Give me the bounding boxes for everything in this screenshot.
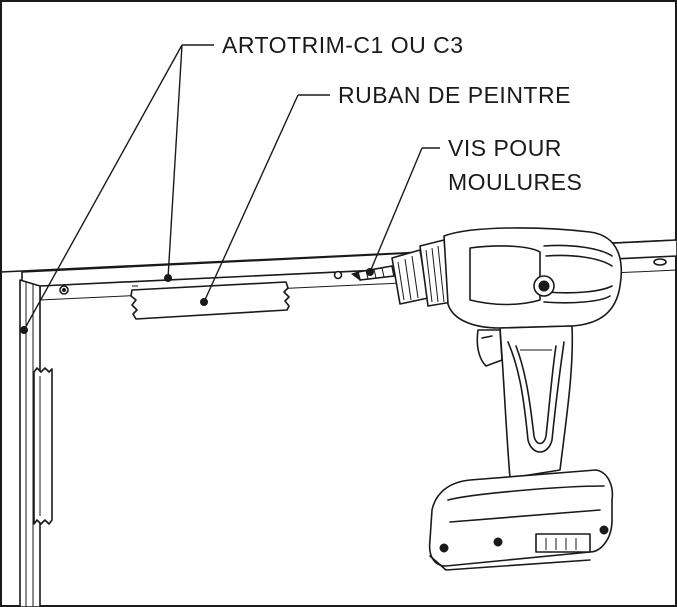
painters-tape-horizontal	[130, 281, 290, 320]
callout-artotrim: ARTOTRIM-C1 OU C3	[222, 32, 464, 58]
trim-left-rail	[19, 279, 41, 607]
leader-tape	[200, 94, 330, 306]
drill-trigger	[476, 329, 503, 367]
callout-screws-line1: VIS POUR	[448, 135, 562, 161]
callout-screws-line2: MOULURES	[448, 169, 582, 195]
battery-gauge	[535, 533, 591, 553]
screw-hole-2	[333, 270, 343, 280]
painters-tape-vertical	[33, 367, 53, 525]
screw-slot-3	[653, 258, 667, 266]
leader-artotrim	[20, 44, 214, 334]
leader-screws	[366, 147, 440, 276]
callout-painters-tape: RUBAN DE PEINTRE	[338, 82, 571, 108]
cordless-drill	[391, 227, 623, 571]
